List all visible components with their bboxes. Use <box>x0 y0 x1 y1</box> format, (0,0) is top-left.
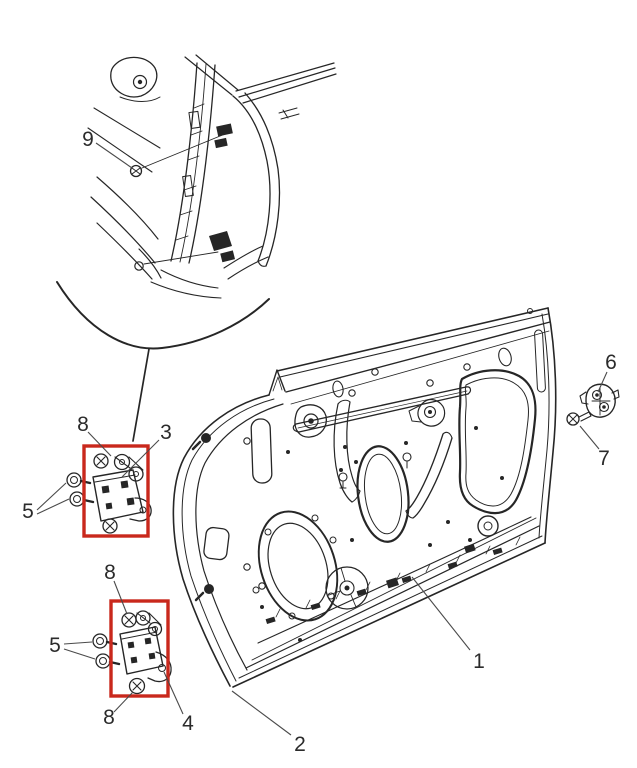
callout-6-label: 6 <box>605 351 617 374</box>
hinge-bolt <box>69 491 85 507</box>
mirror-flag-spike <box>268 369 286 396</box>
leader-line-9 <box>95 142 133 169</box>
mirror-mount-outline <box>110 56 158 98</box>
leader-line-3 <box>121 439 160 478</box>
leader-line-7 <box>579 425 600 450</box>
pillar-screw <box>129 164 143 178</box>
access-opening <box>458 369 537 515</box>
callout-labels: 1 2 3 4 5 5 6 7 8 8 8 9 <box>22 128 617 756</box>
lower-hinge-highlight-box <box>109 599 170 698</box>
oval-cutout <box>356 445 410 543</box>
detail-circle-arc <box>56 281 270 350</box>
upper-hinge-assembly <box>66 453 152 534</box>
leader-line-8-upper <box>87 431 112 457</box>
latch-grommet <box>477 515 499 537</box>
callout-1-label: 1 <box>473 650 485 673</box>
leader-line-5-upper <box>36 482 70 515</box>
callout-4-label: 4 <box>182 712 194 735</box>
upper-hinge-top-bolt <box>93 453 109 469</box>
hinge-pillar <box>170 62 198 262</box>
upper-hinge-highlight-box <box>82 444 150 538</box>
door-check-assembly <box>566 383 620 426</box>
upper-hinge-mount <box>216 123 233 137</box>
door-bottom-edge <box>232 542 546 688</box>
door-rear-edge <box>544 307 557 544</box>
callout-8-middle-label: 8 <box>104 561 116 584</box>
leader-line-1 <box>411 576 471 651</box>
lower-hinge-mount <box>209 231 232 251</box>
callout-8-upper-label: 8 <box>77 413 89 436</box>
callout-5-lower-label: 5 <box>49 634 61 657</box>
leader-line-8-lower <box>113 691 134 713</box>
callout-9-label: 9 <box>82 128 94 151</box>
window-run-slot <box>250 418 273 484</box>
leader-line-4 <box>163 671 184 715</box>
door-front-edge <box>172 394 270 687</box>
panel-rivets <box>260 426 504 642</box>
callout-2-label: 2 <box>294 733 306 756</box>
pillar-screw <box>134 261 144 271</box>
leader-line-8-middle <box>113 580 128 615</box>
pillar-detail-view <box>56 54 337 442</box>
door-check-bolt <box>566 412 580 426</box>
leader-line-2 <box>231 690 292 736</box>
door-beltline <box>276 307 549 372</box>
upper-hinge-body <box>92 469 144 522</box>
lower-hinge-bottom-nut <box>128 677 146 695</box>
lower-hinge-bracket <box>147 651 172 683</box>
door-panel-drawing <box>172 307 557 688</box>
callout-3-label: 3 <box>160 421 172 444</box>
regulator-spool <box>325 566 369 610</box>
lower-hinge-assembly <box>92 610 172 695</box>
speaker-opening <box>257 510 339 622</box>
detail-connector-line <box>132 348 150 442</box>
callout-5-upper-label: 5 <box>22 500 34 523</box>
leader-line-5-lower <box>63 641 96 660</box>
lower-hinge-body <box>119 626 164 675</box>
leader-line-6 <box>597 371 608 393</box>
door-check-bracket <box>585 383 616 418</box>
hinge-bolt <box>66 472 82 488</box>
leader-lines <box>36 142 608 736</box>
callout-7-label: 7 <box>598 447 610 470</box>
upper-hinge-bottom-bolt <box>102 518 118 534</box>
callout-8-lower-label: 8 <box>103 706 115 729</box>
hinge-bolt <box>95 653 111 669</box>
hinge-bolt <box>92 633 108 649</box>
beltline-stiffener <box>295 386 467 425</box>
